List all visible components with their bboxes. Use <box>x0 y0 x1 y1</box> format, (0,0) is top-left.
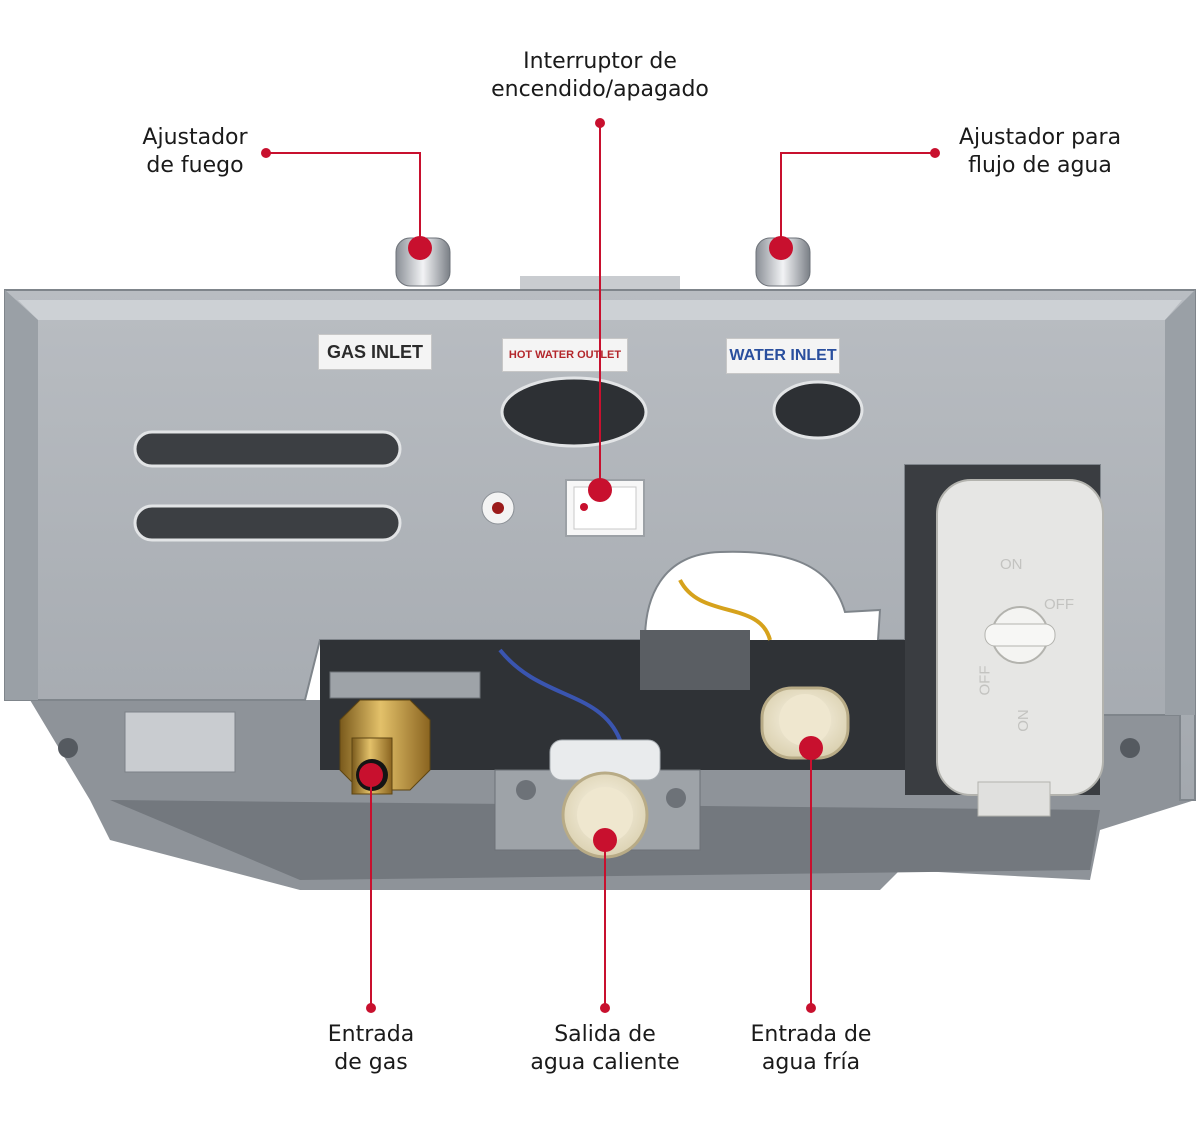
callout-hot-water-outlet: Salida de agua caliente <box>505 1021 705 1077</box>
screw-icon <box>516 780 536 800</box>
knob-label-on-bottom: ON <box>1014 709 1032 732</box>
gas-inlet-fitting <box>339 699 431 795</box>
callout-cold-water-inlet: Entrada de agua fría <box>726 1021 896 1077</box>
panel-side <box>1165 290 1195 715</box>
callout-gas-inlet: Entrada de gas <box>296 1021 446 1077</box>
water-inlet-label: WATER INLET <box>726 338 840 374</box>
callout-fire-line2: de fuego <box>146 153 244 178</box>
screw-icon <box>1120 738 1140 758</box>
indicator-dot <box>492 502 504 514</box>
hot-water-outlet-label-text: HOT WATER OUTLET <box>508 349 622 361</box>
fire-adjuster-knob <box>395 237 451 287</box>
callout-switch-line1: Interruptor de <box>523 49 677 74</box>
callout-fire-adjuster: Ajustador de fuego <box>110 124 280 180</box>
on-off-switch <box>565 479 645 537</box>
hot-water-outlet-cap <box>561 771 649 859</box>
callout-water-flow-line1: Ajustador para <box>958 125 1122 150</box>
cold-water-inlet-cap <box>760 686 850 760</box>
hot-water-outlet-label: HOT WATER OUTLET <box>502 338 628 372</box>
knob-label-on-top: ON <box>1000 556 1023 573</box>
callout-hot-line1: Salida de <box>554 1022 656 1047</box>
callout-water-flow-line2: flujo de agua <box>968 153 1112 178</box>
callout-gas-line1: Entrada <box>327 1022 415 1047</box>
vent-slot <box>133 430 402 468</box>
knob-label-off-bottom: OFF <box>976 665 994 696</box>
knob-label-off-top: OFF <box>1044 596 1074 613</box>
panel-bevel <box>18 300 1182 320</box>
gas-valve-body <box>640 630 750 690</box>
water-valve-housing <box>936 479 1104 817</box>
wire <box>678 579 772 641</box>
gas-inlet-label-text: GAS INLET <box>326 341 423 362</box>
screw-icon <box>666 788 686 808</box>
side-box <box>124 711 236 773</box>
panel-side <box>5 290 38 700</box>
screw-icon <box>58 738 78 758</box>
water-flow-adjuster-knob <box>755 237 811 287</box>
vent-slot <box>133 504 402 542</box>
hot-water-opening <box>500 376 648 448</box>
callout-fire-line1: Ajustador <box>142 125 248 150</box>
gas-bracket <box>329 671 481 699</box>
callout-switch: Interruptor de encendido/apagado <box>470 48 730 104</box>
callout-water-flow-adjuster: Ajustador para flujo de agua <box>945 124 1135 180</box>
water-inlet-label-text: WATER INLET <box>729 347 837 364</box>
wire <box>498 648 622 741</box>
top-bracket <box>520 276 680 290</box>
water-opening <box>772 380 864 440</box>
gas-inlet-label: GAS INLET <box>318 334 432 370</box>
callout-gas-line2: de gas <box>334 1050 408 1075</box>
callout-switch-line2: encendido/apagado <box>491 77 709 102</box>
callout-cold-line1: Entrada de <box>750 1022 872 1047</box>
callout-cold-line2: agua fría <box>761 1050 861 1075</box>
callout-hot-line2: agua caliente <box>530 1050 680 1075</box>
